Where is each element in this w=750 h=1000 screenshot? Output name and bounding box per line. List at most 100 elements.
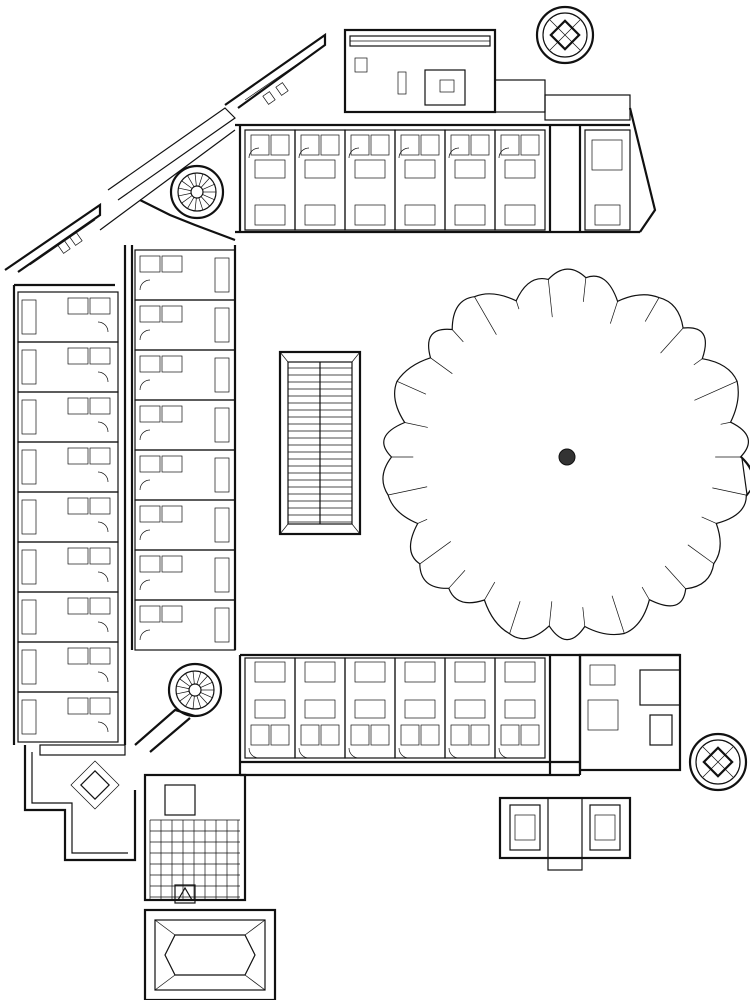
bed [214, 507, 230, 543]
leaf-rib [430, 357, 453, 374]
round-tower-northeast [535, 5, 595, 65]
leaf-rib [448, 570, 466, 589]
bathroom [67, 347, 89, 365]
door-swing [97, 621, 109, 633]
tree-trunk [558, 448, 576, 466]
bathroom [270, 134, 290, 156]
stair-tread [200, 681, 213, 688]
door-swing [139, 379, 151, 391]
door-swing [248, 747, 260, 759]
west-room [134, 399, 236, 451]
bathroom [89, 497, 111, 515]
leaf-rib [644, 297, 660, 322]
west-room [134, 599, 236, 651]
bathroom [470, 724, 490, 746]
door-swing [97, 571, 109, 583]
door-swing [498, 147, 510, 159]
bed [21, 299, 37, 335]
stair-tread [178, 187, 192, 192]
bed [354, 661, 386, 683]
leaf-rib [694, 380, 738, 401]
door-swing [248, 147, 260, 159]
bathroom [250, 134, 270, 156]
stair-tread [176, 685, 190, 690]
bed [254, 699, 286, 719]
bed [589, 664, 616, 686]
bathroom [67, 497, 89, 515]
west-room [134, 349, 236, 401]
leaf-rib [720, 421, 731, 425]
bed [214, 557, 230, 593]
north-room [494, 129, 546, 231]
bed [214, 307, 230, 343]
bathroom [89, 547, 111, 565]
stair-tread [181, 180, 193, 189]
west-room [134, 549, 236, 601]
bed [354, 204, 386, 226]
leaf-rib [419, 541, 451, 565]
bed [214, 407, 230, 443]
bathroom [139, 355, 161, 373]
west-room [17, 691, 119, 743]
bed [504, 159, 536, 179]
stair-tread [185, 695, 193, 707]
leaf-rib [396, 381, 427, 395]
leaf-rib [547, 279, 553, 318]
bed [404, 661, 436, 683]
bathroom [370, 724, 390, 746]
north-room [344, 129, 396, 231]
north-room [584, 129, 631, 231]
leaf-rib [548, 601, 553, 626]
bathroom [89, 447, 111, 465]
bed [304, 204, 336, 226]
stair-tread [200, 196, 210, 207]
bathroom [420, 134, 440, 156]
door-swing [139, 529, 151, 541]
bathroom [270, 724, 290, 746]
bed [214, 257, 230, 293]
bed [21, 399, 37, 435]
bed [504, 204, 536, 226]
bathroom [139, 305, 161, 323]
west-room [134, 249, 236, 301]
leaf-rib [712, 487, 747, 496]
bathroom [89, 597, 111, 615]
door-swing [97, 421, 109, 433]
bathroom [370, 134, 390, 156]
bathroom [67, 597, 89, 615]
west-room [134, 299, 236, 351]
north-rooms [244, 129, 631, 231]
bed [21, 449, 37, 485]
south-room [344, 657, 396, 759]
stair-tread [198, 675, 208, 686]
bed [304, 159, 336, 179]
bathroom [300, 134, 320, 156]
south-room [294, 657, 346, 759]
leaf-rib [582, 607, 586, 627]
bathroom [161, 305, 183, 323]
round-tower-east [688, 732, 748, 792]
door-swing [398, 147, 410, 159]
door-swing [348, 147, 360, 159]
south-room [444, 657, 496, 759]
stair-tread [178, 192, 192, 197]
bathroom [520, 724, 540, 746]
north-room [444, 129, 496, 231]
leaf-rib [701, 516, 717, 524]
bed [254, 661, 286, 683]
stair-tread [194, 197, 197, 211]
bed [454, 159, 486, 179]
stair-tread [202, 183, 215, 190]
stair-tread [187, 197, 195, 209]
south-room [494, 657, 546, 759]
stair-tread [194, 173, 197, 187]
south-porch [498, 796, 632, 871]
bathroom [161, 255, 183, 273]
leaf-rib [474, 296, 497, 335]
bathroom [89, 647, 111, 665]
entrance-lobby [23, 744, 137, 862]
bathroom [139, 605, 161, 623]
bed [404, 159, 436, 179]
bathroom [320, 134, 340, 156]
